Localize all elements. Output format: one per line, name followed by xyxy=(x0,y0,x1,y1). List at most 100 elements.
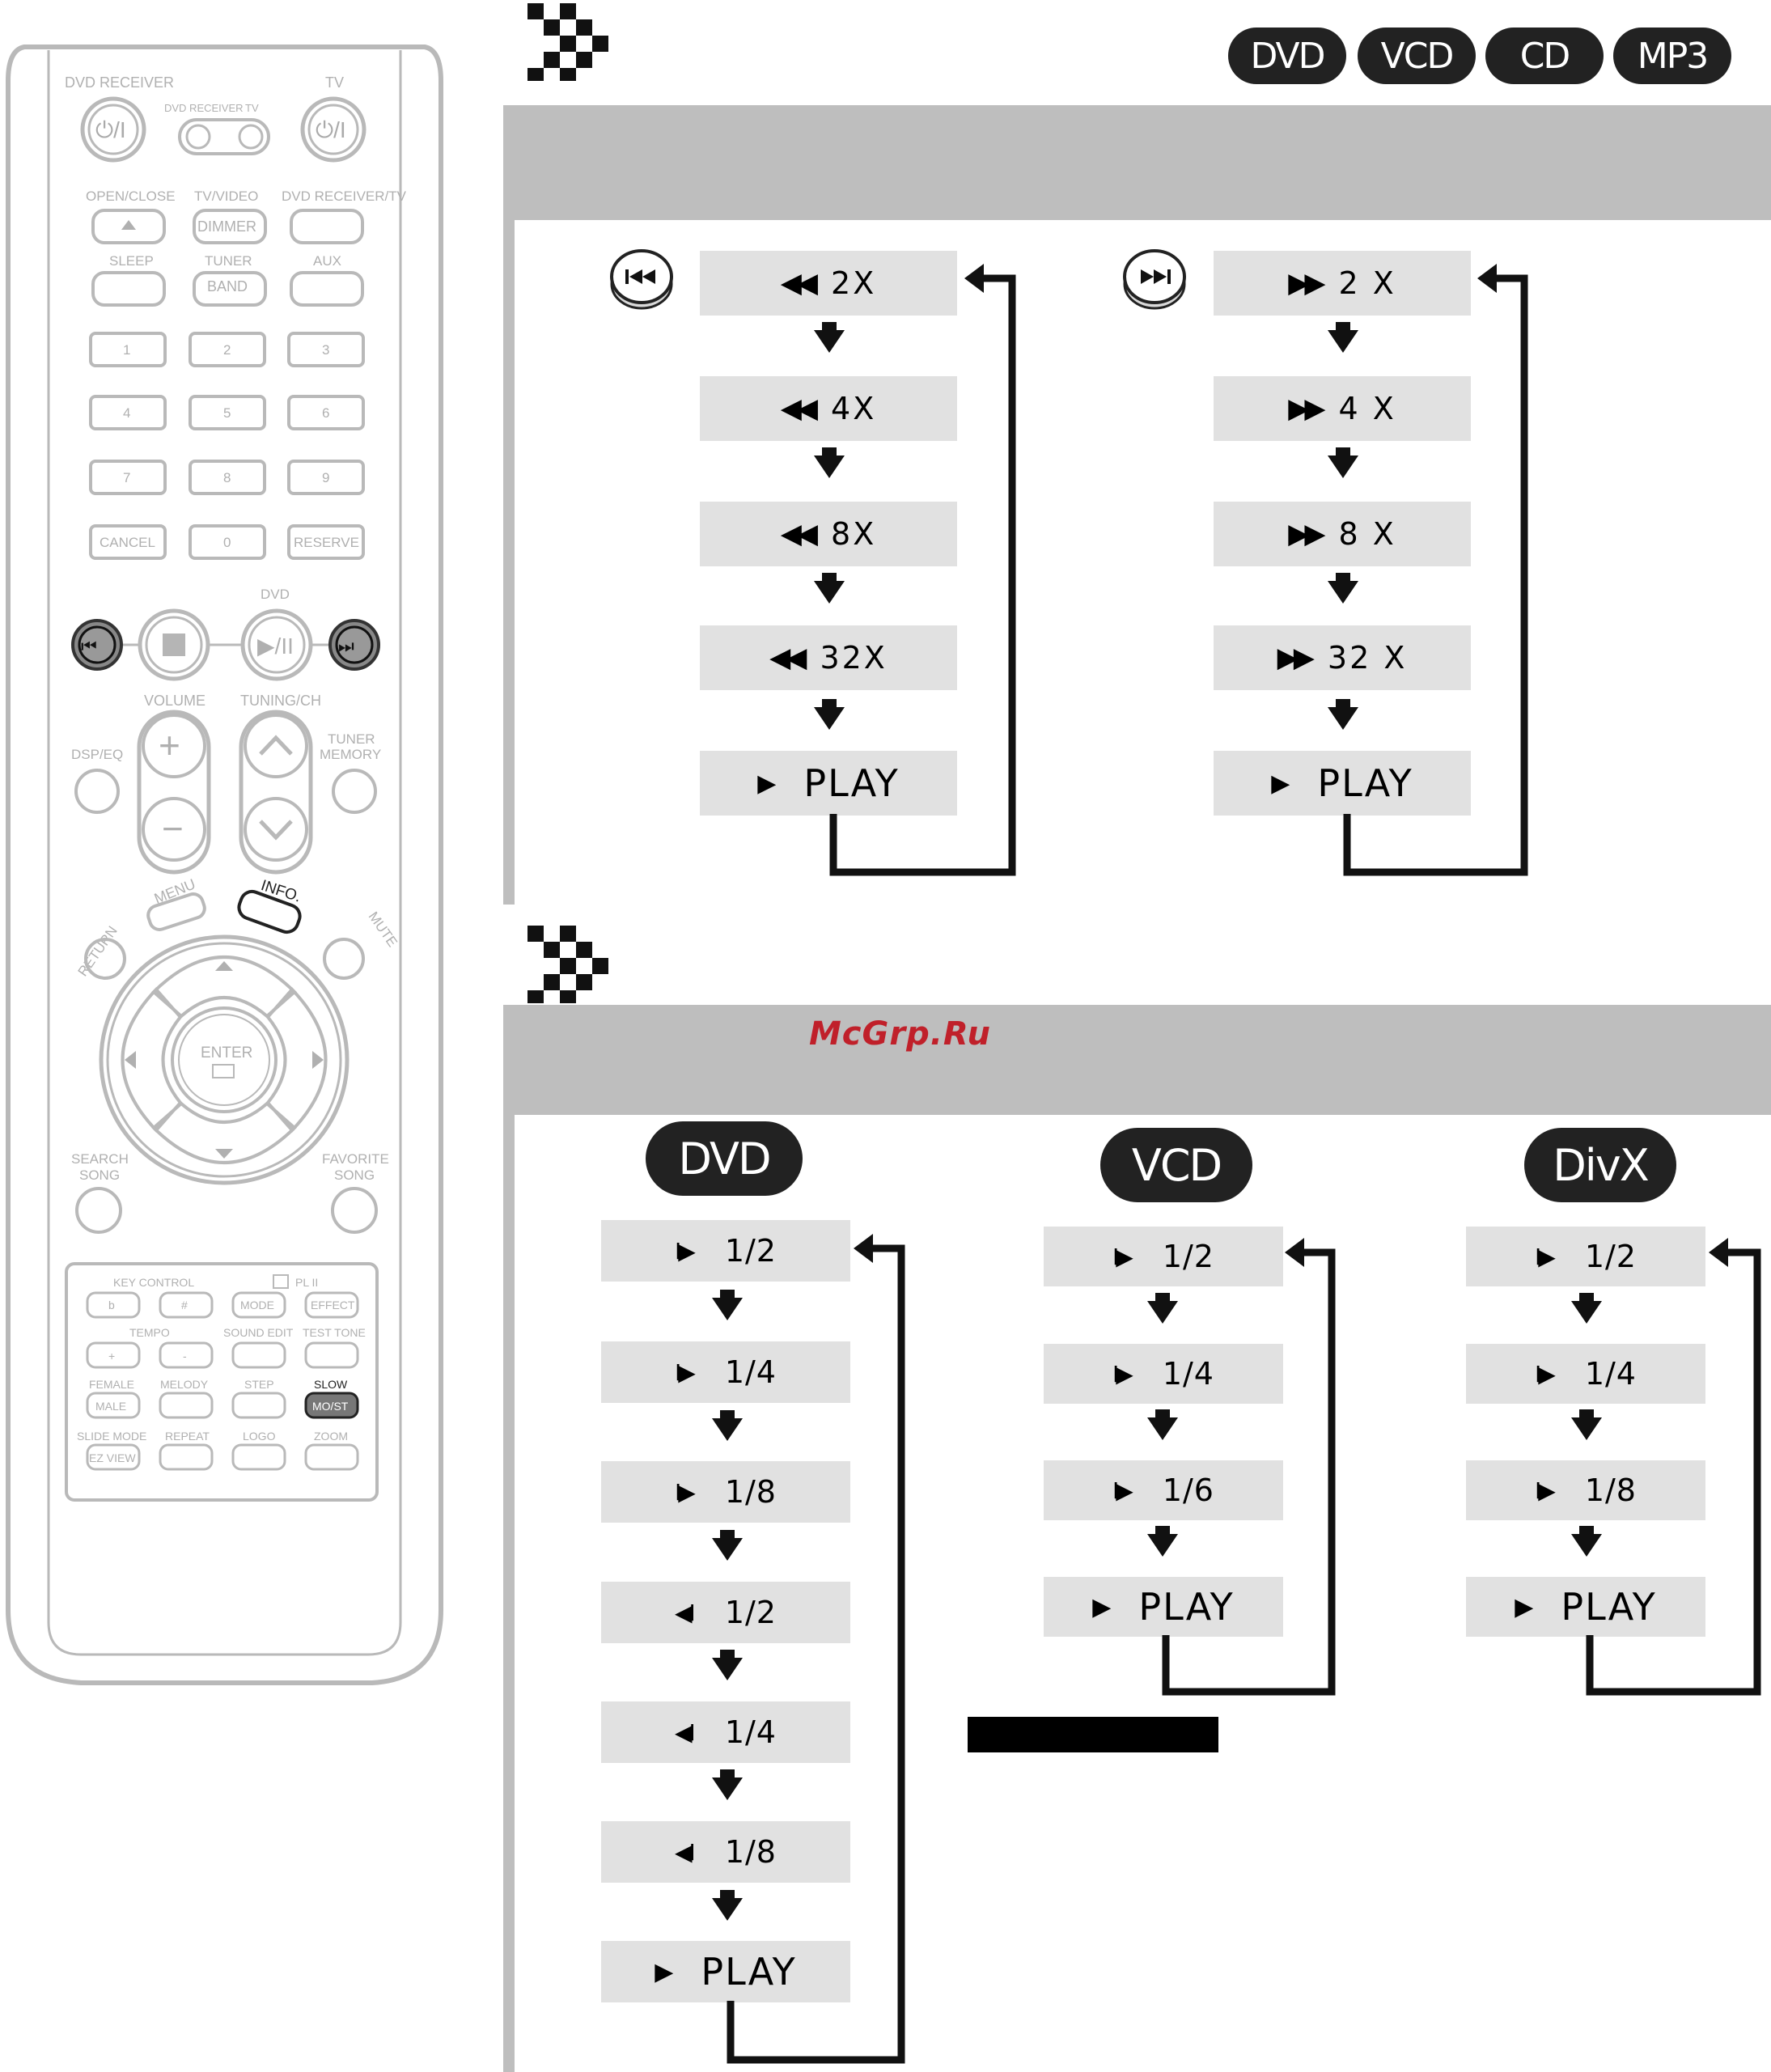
digit-4-button[interactable] xyxy=(89,395,167,430)
nav-right-button[interactable] xyxy=(265,987,328,1133)
label-repeat: REPEAT xyxy=(165,1430,210,1443)
test-tone-button[interactable] xyxy=(304,1341,359,1369)
sound-edit-button[interactable] xyxy=(231,1341,286,1369)
slow-button[interactable] xyxy=(304,1392,359,1419)
svg-text:⏻/I: ⏻/I xyxy=(316,117,346,142)
arrow-right-icon xyxy=(312,1051,324,1069)
label-zoom: ZOOM xyxy=(314,1430,348,1443)
digit-7-button[interactable] xyxy=(89,460,167,495)
dsp-eq-button[interactable] xyxy=(74,769,120,814)
arrow-down-icon xyxy=(215,1149,233,1159)
digit-2-button[interactable] xyxy=(189,332,266,367)
favorite-song-button[interactable] xyxy=(331,1187,378,1234)
skip-back-icon: ⏮ xyxy=(81,636,97,656)
disc-badge-mp3: MP3 xyxy=(1613,28,1731,84)
redacted-bar xyxy=(968,1717,1218,1752)
dvd-receiver-power-button[interactable]: ⏻/I xyxy=(80,96,146,163)
digit-8-button[interactable] xyxy=(189,460,266,495)
rewind-step-32x: ◀◀32X xyxy=(700,625,957,690)
search-song-button[interactable] xyxy=(75,1187,122,1234)
vcd-slow-forward-1-2: I▶1/2 xyxy=(1044,1227,1283,1286)
digit-9-label: 9 xyxy=(322,470,329,485)
tuning-rocker[interactable] xyxy=(239,710,313,875)
label-tv-video: TV/VIDEO xyxy=(194,189,258,204)
label-mode-dvd: DVD RECEIVER xyxy=(164,102,244,114)
reserve-button[interactable] xyxy=(287,524,365,560)
label-aux: AUX xyxy=(313,253,341,269)
key-flat-button[interactable] xyxy=(86,1291,141,1319)
cancel-button[interactable] xyxy=(89,524,167,560)
menu-button[interactable] xyxy=(146,892,207,932)
label-mode-tv: TV xyxy=(245,102,259,114)
plus-icon: + xyxy=(159,724,180,766)
label-band: BAND xyxy=(207,278,248,294)
skip-back-button[interactable]: ⏮ xyxy=(71,619,123,671)
label-favorite-2: SONG xyxy=(334,1167,375,1183)
play-pause-button[interactable]: ▶/II xyxy=(240,608,313,681)
mute-button[interactable] xyxy=(323,938,365,980)
label-tempo-minus: - xyxy=(183,1350,187,1362)
tuner-band-button[interactable] xyxy=(193,271,267,307)
label-mode: MODE xyxy=(240,1299,274,1311)
label-dvd-receiver-tv: DVD RECEIVER/TV xyxy=(282,189,407,204)
step-button[interactable] xyxy=(231,1392,286,1419)
melody-button[interactable] xyxy=(159,1392,214,1419)
mode-switch[interactable] xyxy=(178,118,270,155)
label-female: FEMALE xyxy=(89,1378,134,1391)
tuner-memory-button[interactable] xyxy=(332,769,377,814)
label-tempo-plus: + xyxy=(108,1350,115,1362)
repeat-button[interactable] xyxy=(159,1443,214,1471)
tuning-down-button[interactable] xyxy=(244,797,308,862)
stop-button[interactable] xyxy=(138,608,210,681)
cancel-label: CANCEL xyxy=(100,535,155,550)
digit-9-button[interactable] xyxy=(287,460,365,495)
digit-4-label: 4 xyxy=(123,405,130,421)
tv-power-button[interactable]: ⏻/I xyxy=(300,96,366,163)
label-sleep: SLEEP xyxy=(109,253,154,269)
mode-button[interactable] xyxy=(231,1291,286,1319)
label-effect: EFFECT xyxy=(311,1299,355,1311)
forward-step-32x: ▶▶32 X xyxy=(1214,625,1471,690)
return-button[interactable] xyxy=(84,938,126,980)
label-dvd-receiver: DVD RECEIVER xyxy=(65,74,174,91)
tempo-minus-button[interactable] xyxy=(159,1341,214,1369)
ez-view-button[interactable] xyxy=(86,1443,141,1471)
section-marker-icon xyxy=(527,3,608,81)
dimmer-button[interactable] xyxy=(193,209,267,244)
label-tuner-memory-1: TUNER xyxy=(328,731,375,747)
dvd-receiver-tv-button[interactable] xyxy=(290,209,364,244)
volume-down-button[interactable] xyxy=(142,797,206,862)
volume-rocker[interactable] xyxy=(137,710,211,875)
aux-button[interactable] xyxy=(290,271,364,307)
label-step: STEP xyxy=(244,1378,274,1391)
nav-left-button[interactable] xyxy=(121,987,183,1133)
digit-0-button[interactable] xyxy=(189,524,266,560)
play-pause-icon: ▶/II xyxy=(257,633,294,659)
label-key-control: KEY CONTROL xyxy=(113,1276,194,1289)
disc-badge-cd: CD xyxy=(1485,28,1604,84)
forward-step-8x: ▶▶8 X xyxy=(1214,502,1471,566)
key-sharp-button[interactable] xyxy=(159,1291,214,1319)
male-button[interactable] xyxy=(86,1392,141,1419)
tempo-plus-button[interactable] xyxy=(86,1341,141,1369)
logo-button[interactable] xyxy=(231,1443,286,1471)
open-close-button[interactable] xyxy=(91,209,166,244)
sleep-button[interactable] xyxy=(91,271,166,307)
info-button[interactable] xyxy=(235,888,303,935)
tuning-up-button[interactable] xyxy=(244,714,308,778)
digit-6-button[interactable] xyxy=(287,395,365,430)
volume-up-button[interactable] xyxy=(142,714,206,778)
zoom-button[interactable] xyxy=(304,1443,359,1471)
digit-5-button[interactable] xyxy=(189,395,266,430)
digit-1-button[interactable] xyxy=(89,332,167,367)
effect-button[interactable] xyxy=(304,1291,359,1319)
label-slow: SLOW xyxy=(314,1378,348,1391)
dvd-slow-forward-1-4: I▶1/4 xyxy=(601,1341,850,1403)
skip-back-icon xyxy=(610,249,673,310)
digit-3-button[interactable] xyxy=(287,332,365,367)
enter-button[interactable] xyxy=(171,1006,278,1113)
skip-forward-button[interactable]: ⏭ xyxy=(328,619,380,671)
digit-0-label: 0 xyxy=(223,535,231,550)
